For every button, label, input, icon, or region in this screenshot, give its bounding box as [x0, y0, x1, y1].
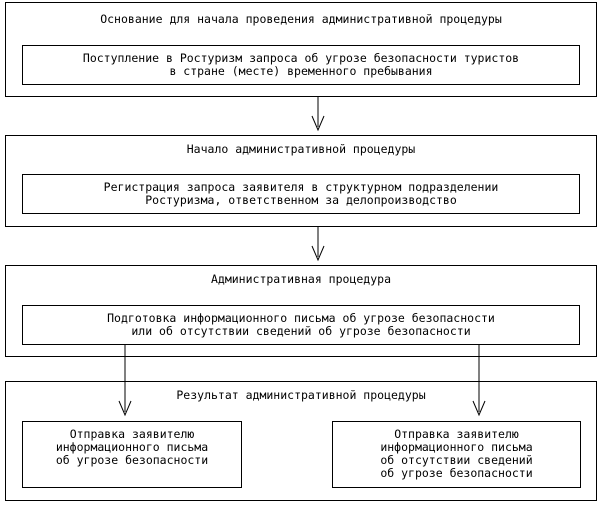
section-basis-inner: Поступление в Ростуризм запроса об угроз… [22, 45, 580, 85]
inner-line-2: в стране (месте) временного пребывания [169, 64, 433, 78]
inner-line-2: Ростуризма, ответственном за делопроизво… [145, 193, 457, 207]
section-basis: Основание для начала проведения админист… [5, 2, 597, 97]
section-result-title: Результат административной процедуры [176, 388, 426, 402]
result-left-box: Отправка заявителю информационного письм… [22, 421, 242, 488]
section-start: Начало административной процедуры Регист… [5, 135, 597, 227]
left-line-1: Отправка заявителю [69, 427, 195, 441]
inner-line-1: Поступление в Ростуризм запроса об угроз… [82, 51, 520, 65]
section-start-inner: Регистрация запроса заявителя в структур… [22, 174, 580, 214]
left-line-3: об угрозе безопасности [55, 453, 209, 467]
section-result: Результат административной процедуры Отп… [5, 381, 597, 501]
result-right-box: Отправка заявителю информационного письм… [332, 421, 581, 488]
right-line-3: об отсутствии сведений [380, 453, 533, 467]
section-start-title: Начало административной процедуры [186, 142, 416, 156]
section-procedure: Административная процедура Подготовка ин… [5, 265, 597, 357]
left-line-2: информационного письма [55, 440, 209, 454]
section-procedure-inner: Подготовка информационного письма об угр… [22, 305, 580, 345]
right-line-1: Отправка заявителю [394, 427, 519, 441]
inner-line-1: Подготовка информационного письма об угр… [107, 311, 495, 325]
right-line-4: об угрозе безопасности [380, 466, 533, 480]
inner-line-2: или об отсутствии сведений об угрозе без… [131, 324, 471, 338]
arrow-1-head [311, 115, 325, 132]
inner-line-1: Регистрация запроса заявителя в структур… [103, 180, 499, 194]
section-basis-title: Основание для начала проведения админист… [100, 12, 502, 26]
section-procedure-title: Административная процедура [210, 272, 391, 286]
arrow-2-head [311, 245, 325, 262]
right-line-2: информационного письма [380, 440, 533, 454]
